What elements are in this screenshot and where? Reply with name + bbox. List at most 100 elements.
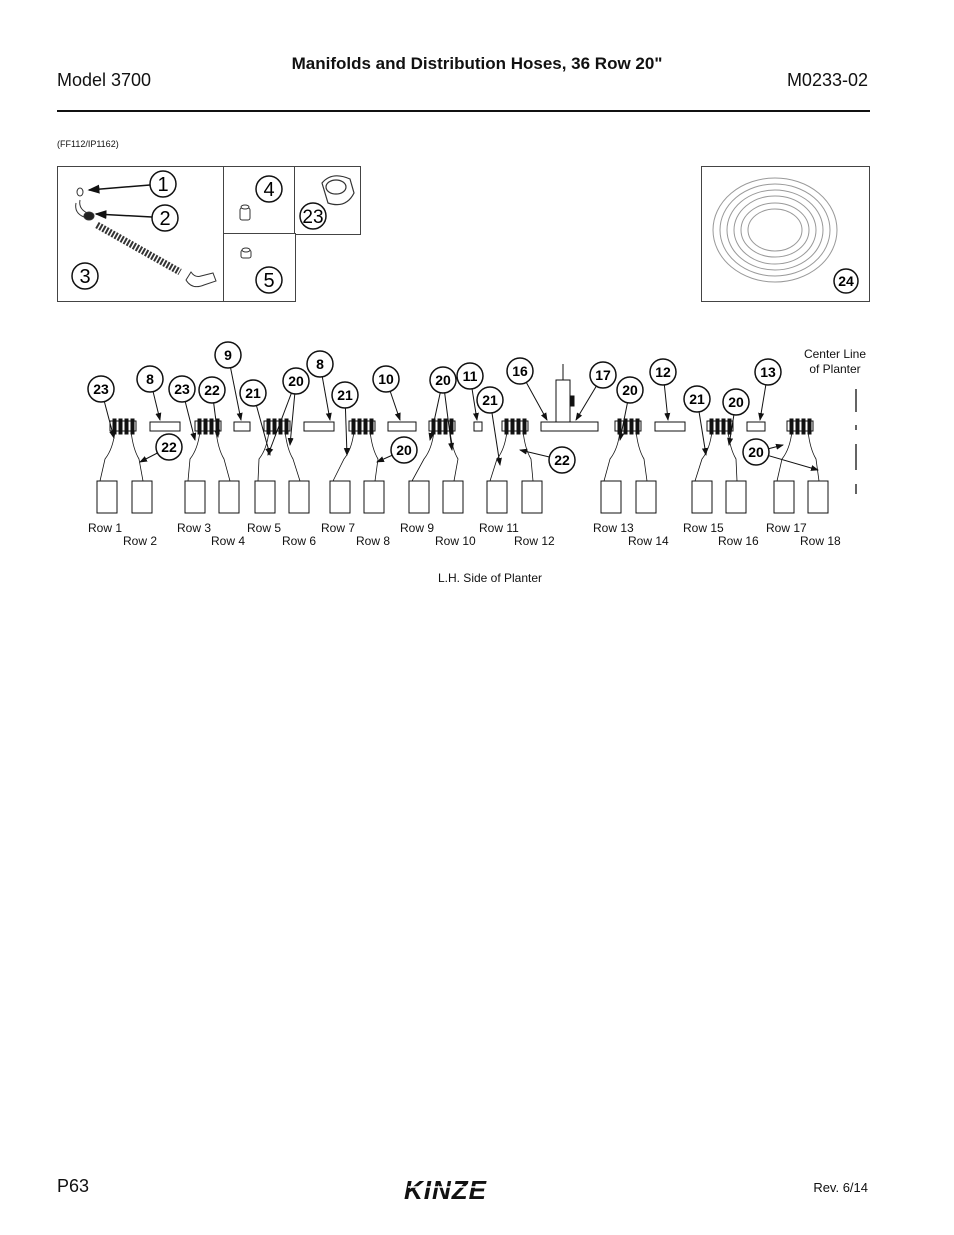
callout-number: 23 [93, 381, 109, 397]
callout-number: 20 [435, 372, 451, 388]
callout-inset-23: 23 [299, 202, 327, 230]
manifold-outlet [635, 418, 640, 435]
callout-16: 16 [506, 357, 534, 385]
callout-inset-24: 24 [833, 268, 859, 294]
row-unit-8 [363, 480, 385, 514]
revision: Rev. 6/14 [813, 1180, 868, 1195]
callout-11: 11 [456, 362, 484, 390]
manifold-outlet [516, 418, 521, 435]
callout-8: 8 [306, 350, 334, 378]
hose-row-7 [332, 430, 355, 482]
center-line-label: Center Line of Planter [790, 347, 880, 377]
callout-23-text: 23 [302, 207, 323, 228]
row-unit-11 [486, 480, 508, 514]
callout-circle [198, 376, 226, 404]
callout-circle [683, 385, 711, 413]
manifold-5 [428, 420, 456, 432]
model-name: Model 3700 [57, 70, 152, 90]
manifold-4 [348, 420, 376, 432]
callout-circle [168, 375, 196, 403]
manifold-outlet [351, 418, 356, 435]
hose-parts-illustration [75, 187, 217, 288]
callout-circle [722, 388, 750, 416]
row-label-upper: Row 1 [88, 521, 123, 535]
row-label-lower: Row 16 [718, 534, 759, 548]
hose-row-6 [284, 430, 301, 482]
row-unit-4 [218, 480, 240, 514]
hose-row-12 [522, 430, 534, 482]
row-label-upper: Row 15 [683, 521, 724, 535]
callout-number: 21 [689, 391, 705, 407]
connector-hose-5 [473, 421, 483, 432]
hose-row-16 [727, 430, 738, 482]
callout-circle [136, 365, 164, 393]
callout-number: 21 [482, 392, 498, 408]
coupler-illustration [321, 175, 355, 206]
manifold-outlet [443, 418, 448, 435]
row-unit-18 [807, 480, 829, 514]
row-label-upper: Row 9 [400, 521, 435, 535]
row-unit-14 [635, 480, 657, 514]
manifold-outlet [203, 418, 208, 435]
callout-22: 22 [155, 433, 183, 461]
manifold-outlet [504, 418, 509, 435]
callout-circle [754, 358, 782, 386]
center-line-label-1: Center Line [803, 347, 867, 361]
row-label-lower: Row 14 [628, 534, 669, 548]
callout-circle [429, 366, 457, 394]
callout-circle [282, 367, 310, 395]
kinze-logo-mark: KINZE [404, 1175, 518, 1205]
hose-row-1 [99, 430, 116, 482]
callout-3-text: 3 [79, 266, 90, 288]
manifold-outlet [629, 418, 634, 435]
callout-23: 23 [168, 375, 196, 403]
row-unit-2 [131, 480, 153, 514]
hose-row-10 [449, 430, 459, 482]
manifold-outlet [272, 418, 277, 435]
kinze-logo: KINZE [400, 1174, 530, 1209]
manifold-outlet [715, 418, 720, 435]
row-unit-12 [521, 480, 543, 514]
row-label-upper: Row 5 [247, 521, 282, 535]
callout-number: 11 [463, 368, 478, 384]
callout-20: 20 [282, 367, 310, 395]
callout-number: 20 [728, 394, 744, 410]
callout-number: 20 [622, 382, 638, 398]
manifold-outlet [721, 418, 726, 435]
manifold-outlet [522, 418, 527, 435]
callout-number: 10 [378, 371, 394, 387]
row-label-upper: Row 7 [321, 521, 356, 535]
callout-22: 22 [548, 446, 576, 474]
row-unit-5 [254, 480, 276, 514]
callout-10: 10 [372, 365, 400, 393]
callout-circle [87, 375, 115, 403]
hose-row-8 [369, 430, 379, 482]
manifold-outlet [617, 418, 622, 435]
callout-circle [331, 381, 359, 409]
row-label-lower: Row 4 [211, 534, 246, 548]
row-unit-7 [329, 480, 351, 514]
callout-circle [616, 376, 644, 404]
hose-row-18 [807, 430, 820, 482]
manifold-outlet [437, 418, 442, 435]
callout-inset-2: 2 [94, 204, 179, 232]
callout-number: 20 [288, 373, 304, 389]
callout-circle [742, 438, 770, 466]
callout-circle [372, 365, 400, 393]
callout-20: 20 [616, 376, 644, 404]
callout-number: 23 [174, 381, 190, 397]
callout-circle [548, 446, 576, 474]
manifold-outlet [795, 418, 800, 435]
row-label-upper: Row 3 [177, 521, 212, 535]
callout-number: 20 [396, 442, 412, 458]
row-unit-15 [691, 480, 713, 514]
callout-number: 8 [146, 371, 154, 387]
callout-number: 22 [204, 382, 220, 398]
manifold-outlet [449, 418, 454, 435]
hose-row-17 [776, 430, 793, 482]
callout-12: 12 [649, 358, 677, 386]
distribution-hoses [99, 430, 820, 482]
manifold-outlet [807, 418, 812, 435]
row-units [96, 480, 829, 514]
callout-number: 21 [245, 385, 261, 401]
